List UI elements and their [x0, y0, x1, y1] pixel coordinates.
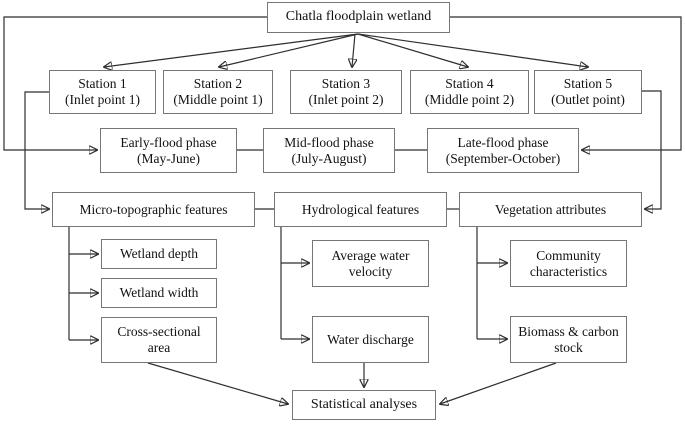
- node-label-line2: (Inlet point 1): [65, 92, 140, 107]
- node-label: Biomass & carbon stock: [518, 323, 619, 355]
- node-label: Micro-topographic features: [79, 201, 228, 217]
- node-average-water-velocity: Average water velocity: [312, 240, 429, 287]
- node-station-3: Station 3 (Inlet point 2): [290, 70, 402, 114]
- node-label-line1: Late-flood phase: [457, 134, 549, 150]
- node-label-line2: (Outlet point): [551, 92, 625, 107]
- node-station-5: Station 5 (Outlet point): [534, 70, 642, 114]
- node-label: Cross-sectional area: [117, 324, 201, 355]
- node-station-4: Station 4 (Middle point 2): [410, 70, 529, 114]
- node-label-line1: Station 5: [563, 76, 613, 92]
- node-label: Average water velocity: [331, 247, 410, 279]
- edge-root-late-phase: [450, 16, 682, 150]
- edge-station1-micro: [24, 91, 49, 209]
- node-label: Community characteristics: [529, 247, 608, 279]
- node-late-flood-phase: Late-flood phase (September-October): [427, 128, 579, 173]
- node-chatla-floodplain-wetland: Chatla floodplain wetland: [267, 2, 450, 33]
- node-mid-flood-phase: Mid-flood phase (July-August): [263, 128, 395, 173]
- node-label: Water discharge: [327, 331, 414, 347]
- node-micro-topographic-features: Micro-topographic features: [52, 192, 255, 227]
- node-label: Statistical analyses: [310, 396, 418, 412]
- node-label-line2: (Middle point 1): [173, 92, 263, 107]
- edge-biomass-statistical: [440, 362, 557, 404]
- node-label-line1: Station 4: [445, 76, 494, 92]
- node-biomass-carbon-stock: Biomass & carbon stock: [510, 316, 627, 363]
- node-label: Hydrological features: [301, 201, 420, 217]
- edge-root-station3: [352, 33, 355, 67]
- edge-root-station2: [219, 33, 359, 67]
- edge-root-station5: [357, 33, 588, 67]
- node-cross-sectional-area: Cross-sectional area: [101, 317, 217, 363]
- node-label-line2: (May-June): [137, 150, 200, 166]
- node-label: Chatla floodplain wetland: [285, 9, 432, 25]
- node-label-line1: Station 3: [321, 76, 371, 92]
- node-community-characteristics: Community characteristics: [510, 240, 627, 287]
- edge-root-early-phase: [3, 16, 267, 150]
- edge-root-station1: [104, 33, 359, 67]
- node-station-2: Station 2 (Middle point 1): [163, 70, 273, 114]
- node-label-line2: (July-August): [291, 150, 367, 166]
- node-wetland-width: Wetland width: [101, 278, 217, 308]
- node-label-line1: Station 2: [193, 76, 243, 92]
- node-label: Vegetation attributes: [494, 201, 607, 217]
- node-label: Wetland depth: [119, 246, 198, 262]
- node-statistical-analyses: Statistical analyses: [292, 390, 436, 420]
- node-label-line2: (Middle point 2): [424, 92, 515, 107]
- node-label-line1: Station 1: [78, 76, 127, 92]
- edge-cross-statistical: [147, 362, 288, 404]
- node-label-line2: (Inlet point 2): [308, 92, 384, 107]
- node-station-1: Station 1 (Inlet point 1): [49, 70, 156, 114]
- node-hydrological-features: Hydrological features: [274, 192, 447, 227]
- node-label-line1: Early-flood phase: [120, 134, 217, 150]
- node-water-discharge: Water discharge: [312, 316, 429, 363]
- edge-root-station4: [357, 33, 468, 67]
- node-wetland-depth: Wetland depth: [101, 239, 217, 269]
- node-vegetation-attributes: Vegetation attributes: [459, 192, 642, 227]
- node-early-flood-phase: Early-flood phase (May-June): [100, 128, 237, 173]
- node-label-line1: Mid-flood phase: [284, 134, 374, 150]
- node-label-line2: (September-October): [445, 150, 561, 166]
- edge-station5-veg: [642, 90, 662, 209]
- node-label: Wetland width: [119, 285, 199, 301]
